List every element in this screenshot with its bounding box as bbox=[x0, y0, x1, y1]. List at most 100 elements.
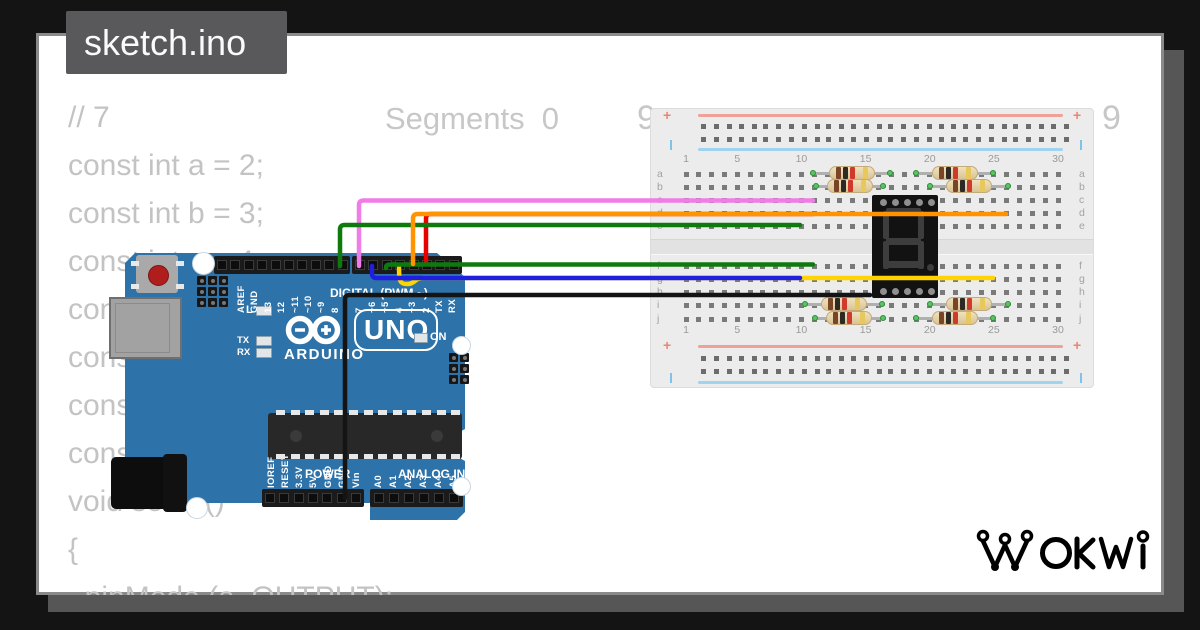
grid-hole bbox=[798, 276, 804, 282]
grid-hole bbox=[1004, 223, 1010, 229]
rail-hole bbox=[963, 369, 969, 374]
grid-hole bbox=[952, 223, 958, 229]
grid-hole bbox=[965, 289, 971, 295]
grid-hole bbox=[734, 171, 740, 177]
grid-hole bbox=[1055, 302, 1061, 308]
grid-hole bbox=[734, 302, 740, 308]
rail-hole bbox=[825, 137, 831, 142]
resistor-4 bbox=[927, 178, 1011, 194]
pin-socket bbox=[395, 260, 406, 270]
code-line-10: { bbox=[68, 533, 79, 566]
grid-hole bbox=[940, 276, 946, 282]
display-pin bbox=[892, 288, 899, 295]
pin-socket bbox=[337, 260, 348, 270]
rail-hole bbox=[789, 137, 794, 142]
rail-plus-marker: + bbox=[1073, 337, 1082, 353]
grid-hole bbox=[1042, 302, 1048, 308]
rail-hole bbox=[739, 356, 745, 361]
row-letter: d bbox=[1079, 207, 1085, 219]
rail-hole bbox=[989, 124, 994, 129]
grid-hole bbox=[952, 276, 958, 282]
grid-hole bbox=[978, 263, 984, 269]
rail-hole bbox=[776, 124, 782, 129]
grid-hole bbox=[837, 289, 843, 295]
digital-pin-label-7: 7 bbox=[353, 307, 365, 313]
grid-hole bbox=[721, 210, 727, 216]
grid-hole bbox=[1029, 289, 1035, 295]
grid-hole bbox=[773, 289, 779, 295]
chip-pin bbox=[407, 410, 417, 415]
rail-hole bbox=[851, 356, 857, 361]
chip-pin bbox=[334, 454, 344, 459]
rail-hole bbox=[1025, 124, 1031, 129]
resistor-band bbox=[862, 167, 868, 179]
resistor-band bbox=[967, 298, 972, 310]
rail-hole bbox=[1025, 356, 1031, 361]
resistor-clip bbox=[1005, 301, 1011, 307]
resistor-band bbox=[953, 180, 958, 192]
grid-hole bbox=[978, 223, 984, 229]
rail-hole bbox=[926, 137, 932, 142]
segment-g bbox=[886, 238, 921, 245]
grid-hole bbox=[1029, 263, 1035, 269]
rail-hole bbox=[989, 356, 994, 361]
chip-pin bbox=[407, 454, 417, 459]
grid-hole bbox=[786, 210, 792, 216]
grid-hole bbox=[863, 289, 869, 295]
grid-hole bbox=[709, 184, 715, 190]
grid-hole bbox=[1029, 197, 1035, 203]
rail-hole bbox=[1001, 137, 1007, 142]
grid-hole bbox=[709, 276, 715, 282]
rail-hole bbox=[801, 356, 807, 361]
grid-hole bbox=[850, 210, 856, 216]
rail-hole bbox=[939, 356, 945, 361]
reset-button-pin bbox=[176, 261, 184, 266]
chip-pin bbox=[363, 454, 373, 459]
grid-hole bbox=[696, 184, 702, 190]
rail-hole bbox=[763, 137, 769, 142]
display-pin bbox=[880, 288, 887, 295]
rail-hole bbox=[838, 137, 844, 142]
digital-pin-label-~11: ~11 bbox=[289, 295, 301, 313]
rail-hole bbox=[1051, 137, 1057, 142]
resistor-body bbox=[820, 297, 867, 311]
rail-hole bbox=[950, 124, 956, 129]
grid-hole bbox=[747, 302, 753, 308]
resistor-band bbox=[833, 312, 838, 324]
chip-pin bbox=[276, 454, 285, 459]
rail-hole bbox=[864, 356, 870, 361]
grid-hole bbox=[850, 289, 856, 295]
grid-hole bbox=[721, 276, 727, 282]
grid-hole bbox=[952, 263, 958, 269]
rail-hole bbox=[963, 124, 969, 129]
rail-hole bbox=[825, 356, 831, 361]
grid-hole bbox=[824, 289, 830, 295]
rail-hole bbox=[888, 369, 894, 374]
grid-hole bbox=[721, 197, 727, 203]
chip-dimple bbox=[431, 430, 443, 442]
grid-hole bbox=[901, 302, 907, 308]
row-letter: b bbox=[657, 181, 663, 193]
grid-hole bbox=[760, 276, 766, 282]
rail-hole bbox=[976, 124, 982, 129]
icsp-pin bbox=[197, 298, 206, 307]
column-number: 1 bbox=[683, 153, 689, 165]
rail-hole bbox=[814, 369, 820, 374]
grid-hole bbox=[721, 302, 727, 308]
rail-hole bbox=[913, 124, 919, 129]
row-letter: f bbox=[657, 260, 660, 272]
grid-hole bbox=[863, 223, 869, 229]
rail-hole bbox=[752, 137, 758, 142]
resistor-band bbox=[952, 312, 958, 324]
grid-hole bbox=[901, 171, 907, 177]
rail-hole bbox=[701, 369, 706, 374]
grid-hole bbox=[965, 197, 971, 203]
resistor-band bbox=[952, 167, 958, 179]
grid-hole bbox=[1029, 223, 1035, 229]
row-letter: j bbox=[657, 313, 660, 325]
rail-hole bbox=[752, 124, 758, 129]
icsp-pin bbox=[460, 375, 469, 384]
grid-hole bbox=[837, 223, 843, 229]
resistor-band bbox=[953, 298, 958, 310]
grid-hole bbox=[1017, 197, 1023, 203]
